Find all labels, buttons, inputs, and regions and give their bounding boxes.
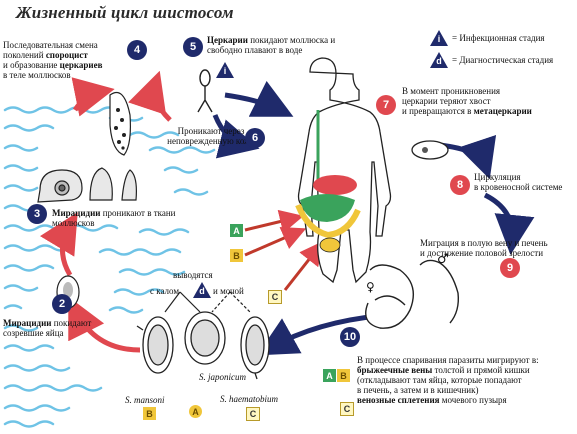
- adult-worms: [365, 259, 460, 329]
- excreted-urine-label: и мочой: [213, 286, 244, 296]
- pathway-arrows: [244, 209, 324, 291]
- diagram-title: Жизненный цикл шистосом: [16, 3, 234, 22]
- step-7-text: В момент проникновения церкарии теряют х…: [402, 86, 532, 116]
- water-waves: [3, 106, 216, 428]
- marker-a-step10: A: [323, 369, 336, 382]
- excreted-label: выводятся: [173, 270, 213, 280]
- marker-c-haematobium: C: [246, 407, 260, 421]
- legend-diagnostic-label: = Диагностическая стадия: [452, 55, 554, 65]
- marker-c-step10: C: [340, 402, 354, 416]
- step-9-badge: 9: [500, 258, 520, 278]
- excreted-diagnostic-icon: d: [193, 282, 211, 298]
- eggs: [136, 311, 270, 380]
- step-9-text: Миграция в полую вену и печень и достиже…: [420, 238, 548, 258]
- legend-infective: i = Инфекционная стадия: [430, 30, 545, 46]
- step-5-infective-icon: i: [216, 62, 234, 78]
- label-s-haematobium: S. haematobium: [220, 394, 278, 404]
- step-10-text: В процессе спаривания паразиты мигрируют…: [357, 355, 539, 405]
- excreted-feces-label: с калом: [150, 286, 180, 296]
- step-4-text: Последовательная смена поколений спороци…: [3, 40, 103, 80]
- snail-phase-arrows: [39, 70, 172, 353]
- marker-a-body: A: [230, 224, 243, 237]
- human-body: [297, 57, 392, 284]
- label-s-japonicum: S. japonicum: [199, 372, 246, 382]
- step-2-text: Мирацидии покидают созревшие яйца: [3, 318, 92, 338]
- step-8-text: Циркуляция в кровеносной системе: [474, 172, 563, 192]
- marker-b-mansoni: B: [143, 407, 156, 420]
- diagnostic-stage-icon: d: [430, 52, 448, 68]
- metacercaria: [411, 140, 449, 160]
- marker-a-japonicum: A: [189, 405, 202, 418]
- step-10-badge: 10: [340, 327, 360, 347]
- female-symbol: ♀: [366, 280, 375, 294]
- legend-diagnostic: d = Диагностическая стадия: [430, 52, 553, 68]
- step-3-text: Мирацидии проникают в ткани моллюсков: [52, 208, 176, 228]
- marker-c-body: C: [268, 290, 282, 304]
- organs: [295, 110, 361, 253]
- marker-b-step10: B: [337, 369, 350, 382]
- step-5-badge: 5: [183, 37, 203, 57]
- step-8-badge: 8: [450, 175, 470, 195]
- sporocyst: [109, 91, 131, 156]
- step-7-badge: 7: [376, 95, 396, 115]
- infective-stage-icon: i: [430, 30, 448, 46]
- step-2-badge: 2: [52, 294, 72, 314]
- excretion-lines: [164, 291, 251, 313]
- label-s-mansoni: S. mansoni: [125, 395, 165, 405]
- step-6-text: Проникают через неповрежденную кожу: [167, 126, 255, 146]
- marker-b-body: B: [230, 249, 243, 262]
- step-3-badge: 3: [27, 204, 47, 224]
- step-5-text: Церкарии покидают моллюска и свободно пл…: [207, 35, 336, 55]
- step-4-badge: 4: [127, 40, 147, 60]
- step-6-badge: 6: [245, 128, 265, 148]
- cercaria: [197, 69, 213, 113]
- step-1-badge: 1: [186, 407, 206, 427]
- male-symbol: ♂: [437, 252, 449, 267]
- snails: [37, 167, 137, 203]
- legend-infective-label: = Инфекционная стадия: [452, 33, 545, 43]
